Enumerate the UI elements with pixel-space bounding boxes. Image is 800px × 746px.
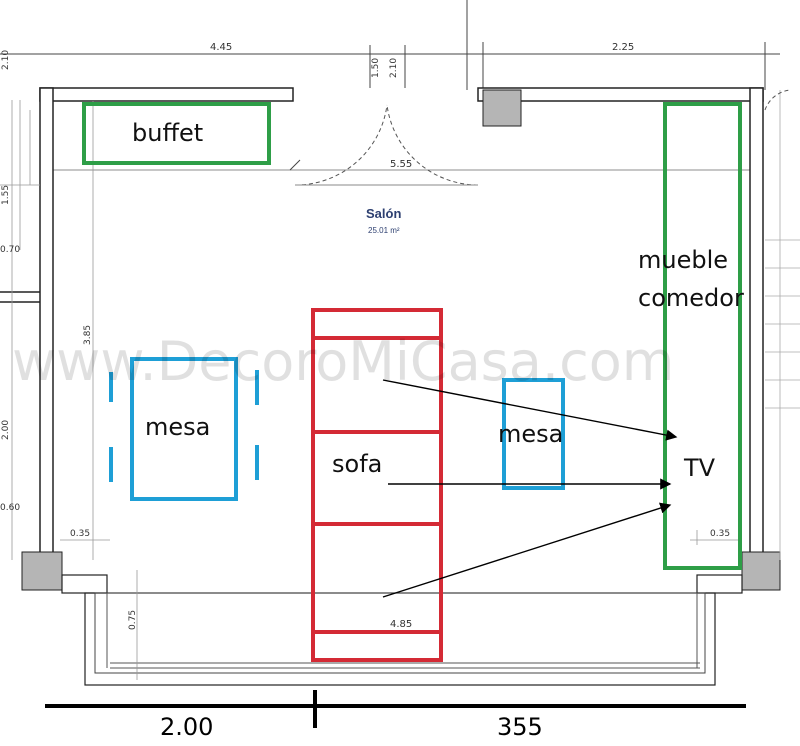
walls (0, 87, 781, 686)
room-name: Salón (366, 206, 401, 221)
watermark: www.DecoroMiCasa.com (12, 330, 674, 393)
dim-left-1: 1.55 (1, 185, 11, 205)
mueble-label-line2: comedor (638, 284, 744, 312)
dim-door-b: 2.10 (389, 58, 399, 78)
sofa-label: sofa (332, 450, 382, 478)
furniture: buffet mesa mesa sofa (82, 102, 742, 662)
sofa (311, 308, 443, 662)
dim-top-right: 2.25 (612, 42, 634, 53)
dim-left-height: 3.85 (83, 325, 93, 345)
dim-left-2: 0.70 (0, 245, 20, 255)
mueble-comedor-box (663, 102, 742, 570)
mesa-left-box (130, 357, 238, 501)
arrow-bottom (382, 502, 672, 598)
scale-right-label: 355 (497, 713, 543, 741)
dim-wall-right: 0.35 (710, 529, 730, 539)
interior-guides (0, 90, 800, 680)
dim-left-5: 2.10 (1, 50, 11, 70)
arrow-top (382, 379, 678, 441)
dim-left-4: 0.60 (0, 503, 20, 513)
dim-bottom-inner: 4.85 (390, 619, 412, 630)
viewing-arrows (382, 379, 678, 598)
mesa-left-label: mesa (145, 413, 210, 441)
dimension-labels: 4.45 2.25 1.50 2.10 5.55 3.85 1.55 0.70 … (0, 42, 730, 630)
mueble-label-line1: mueble (638, 246, 728, 274)
buffet-label: buffet (132, 119, 203, 147)
top-dimension-lines (0, 0, 780, 171)
mesa-right-label: mesa (498, 420, 563, 448)
tv-label: TV (683, 454, 716, 482)
mesa-left-chairs (109, 370, 259, 482)
dim-left-3: 2.00 (1, 420, 11, 440)
dim-wall-left: 0.35 (70, 529, 90, 539)
dim-inner-width: 5.55 (390, 159, 412, 170)
scale-left-label: 2.00 (160, 713, 213, 741)
bottom-scale: 2.00 355 (45, 690, 746, 741)
dim-terrace: 0.75 (128, 610, 138, 630)
dim-top-left: 4.45 (210, 42, 232, 53)
dim-door-a: 1.50 (371, 58, 381, 78)
room-area: 25.01 m² (368, 226, 400, 235)
mesa-right-box (502, 378, 565, 490)
buffet-box (82, 102, 271, 165)
door-swings (294, 89, 791, 186)
